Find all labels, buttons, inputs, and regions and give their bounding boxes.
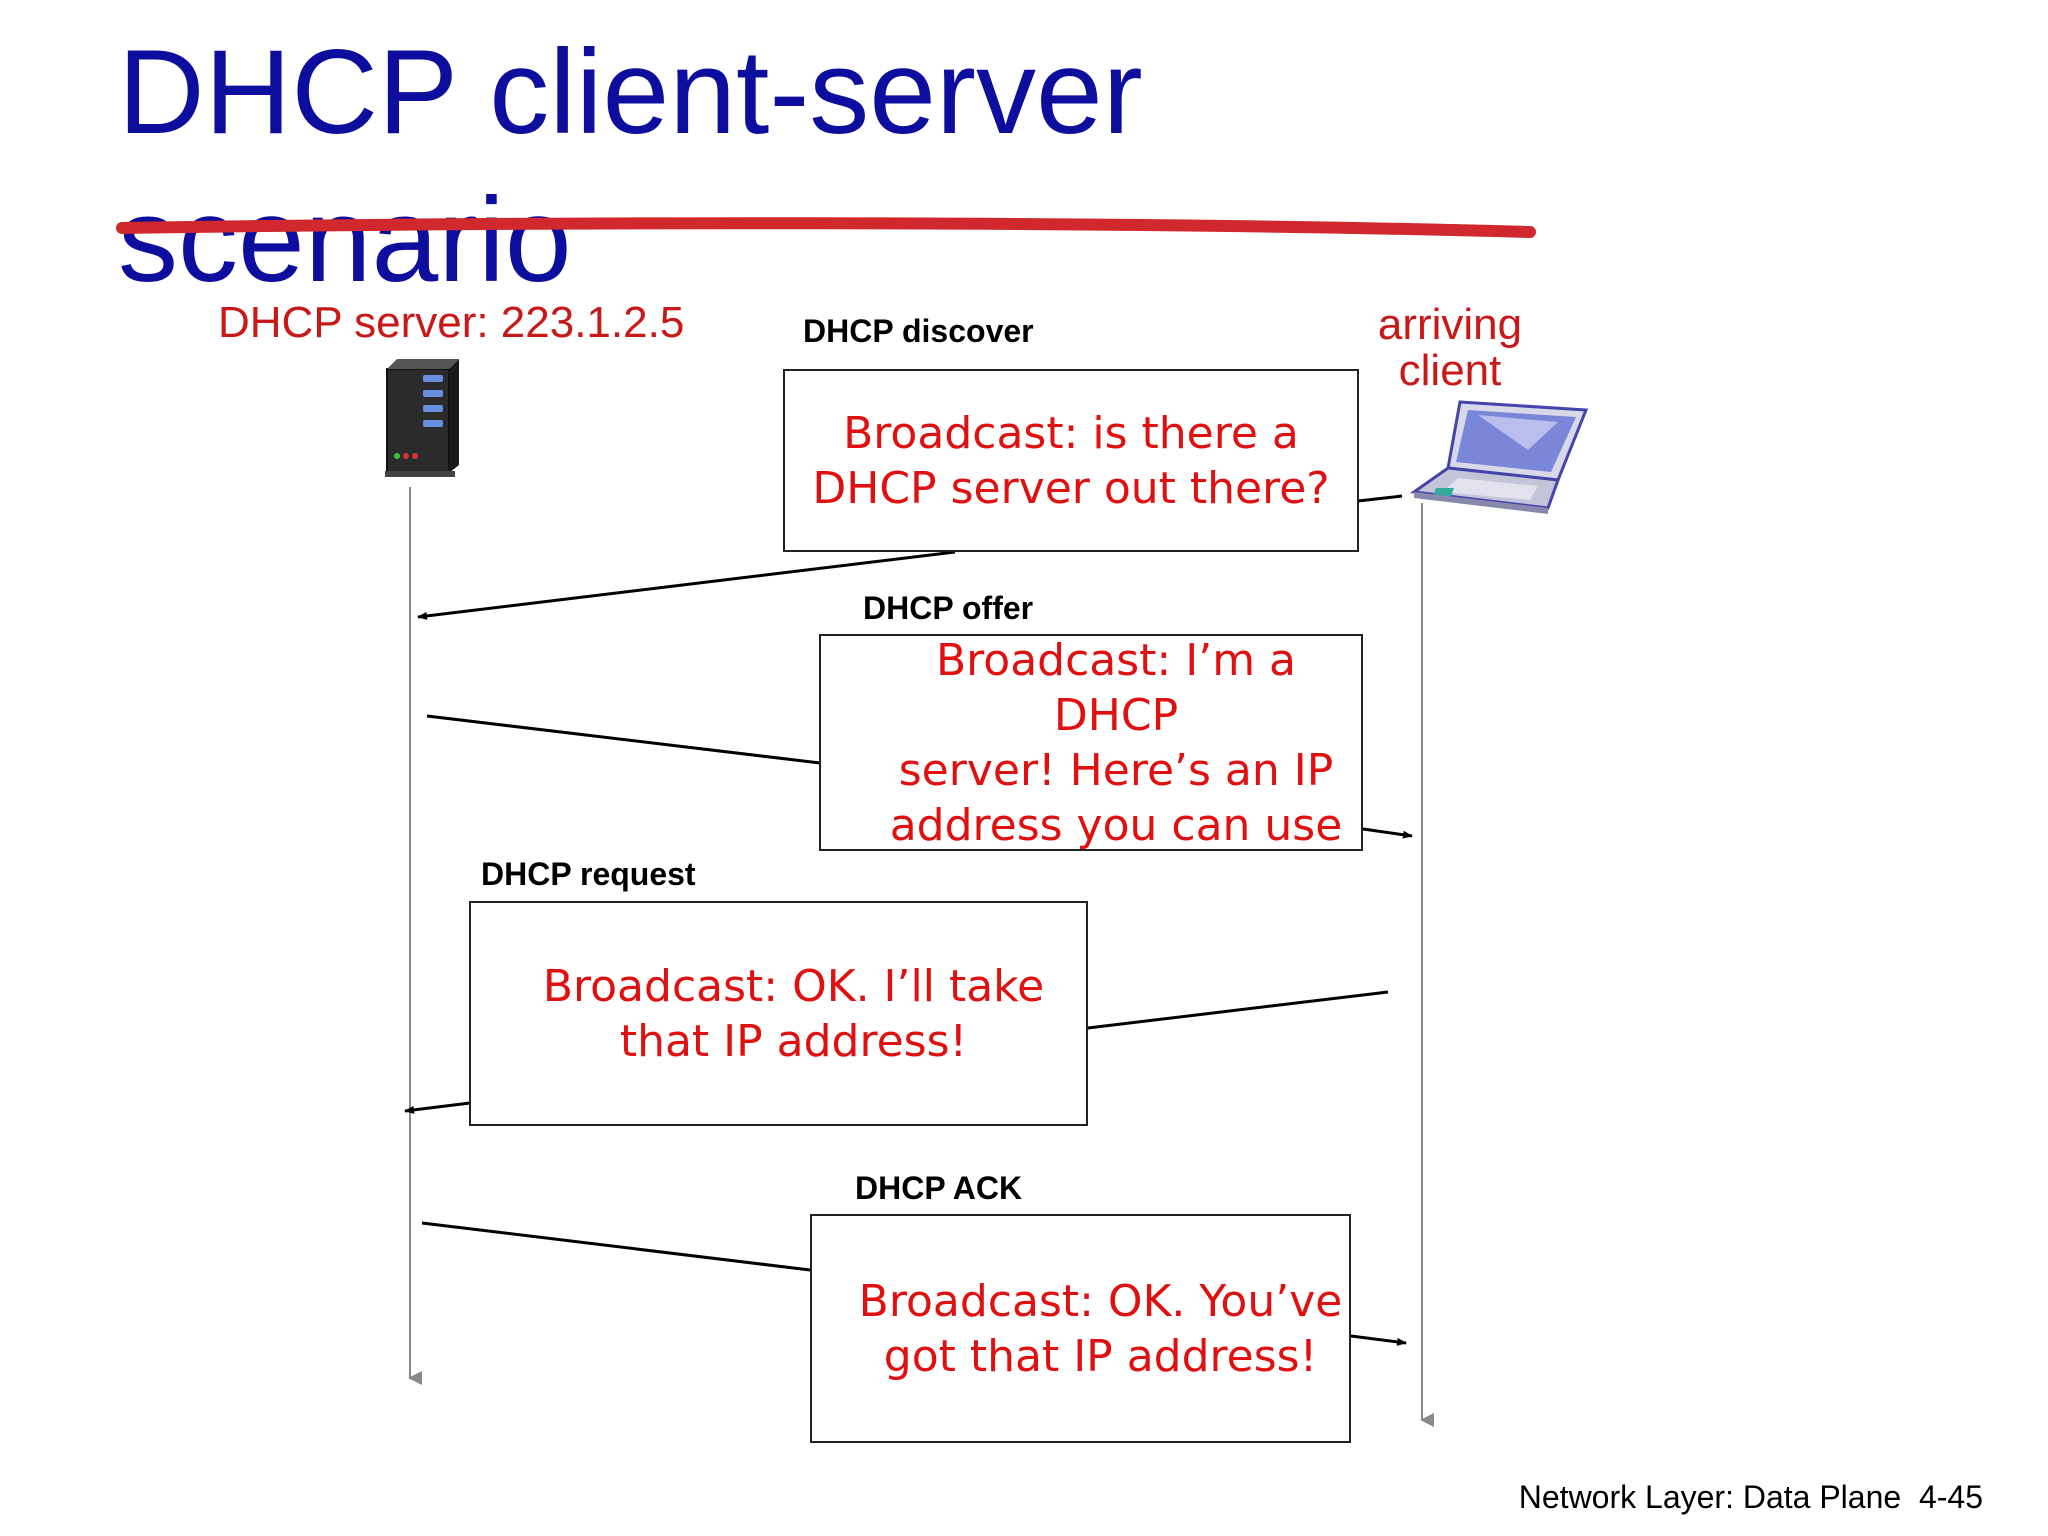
server-icon: [383, 355, 463, 480]
slide-title: DHCP client-server scenario: [118, 25, 1143, 307]
message-text-offer: Broadcast: I’m a DHCP server! Here’s an …: [889, 634, 1343, 851]
laptop-icon: [1408, 400, 1589, 525]
server-label: DHCP server: 223.1.2.5: [218, 298, 685, 347]
message-text-discover: Broadcast: is there a DHCP server out th…: [812, 407, 1330, 514]
request-arrow-seg1: [1087, 990, 1389, 1030]
message-text-request: Broadcast: OK. I’ll take that IP address…: [542, 960, 1045, 1067]
client-label: arriving client: [1377, 300, 1523, 395]
message-box-discover: Broadcast: is there a DHCP server out th…: [783, 369, 1359, 552]
request-arrow-seg2: [404, 1101, 471, 1114]
message-box-offer: Broadcast: I’m a DHCP server! Here’s an …: [819, 634, 1363, 851]
discover-arrow-seg1: [1357, 494, 1403, 503]
discover-arrow-seg2: [417, 550, 956, 620]
slide-footer: Network Layer: Data Plane 4-45: [1518, 1479, 1983, 1515]
ack-arrow-seg1: [421, 1221, 811, 1272]
offer-arrow-seg2: [1362, 827, 1413, 839]
message-name-discover: DHCP discover: [803, 313, 1034, 349]
ack-arrow-seg2: [1350, 1334, 1407, 1346]
message-box-request: Broadcast: OK. I’ll take that IP address…: [469, 901, 1088, 1126]
message-name-ack: DHCP ACK: [855, 1170, 1023, 1206]
message-text-ack: Broadcast: OK. You’ve got that IP addres…: [858, 1275, 1343, 1382]
offer-arrow-seg1: [426, 714, 821, 765]
message-box-ack: Broadcast: OK. You’ve got that IP addres…: [810, 1214, 1351, 1443]
message-name-offer: DHCP offer: [863, 590, 1034, 626]
message-name-request: DHCP request: [481, 856, 696, 892]
strike-through-mark: [116, 217, 1536, 238]
